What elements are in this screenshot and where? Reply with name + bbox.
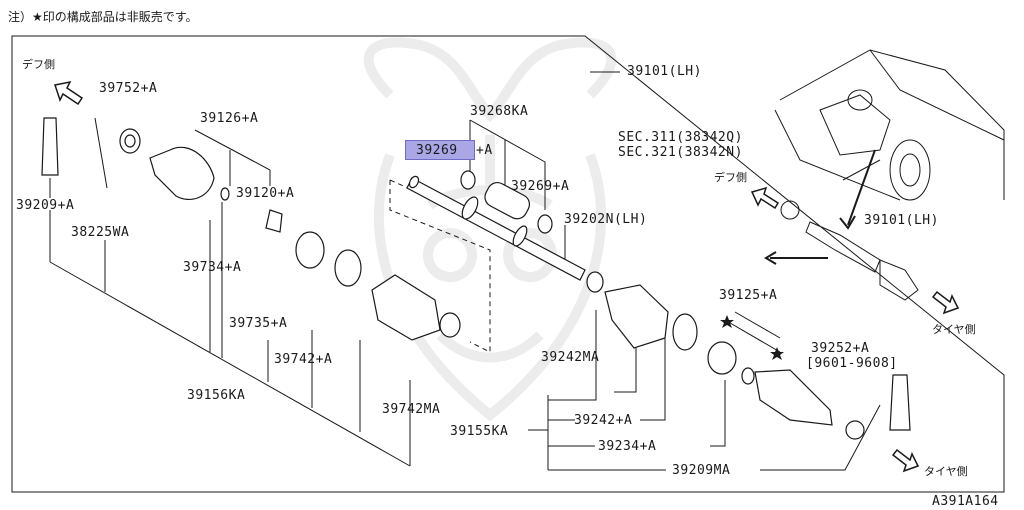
tire-side-label-2: タイヤ側 bbox=[924, 465, 968, 478]
band-39242 bbox=[672, 313, 698, 351]
label-39125[interactable]: 39125+A bbox=[719, 288, 778, 303]
figure-id: A391A164 bbox=[932, 494, 999, 509]
shaft-pin-right bbox=[889, 374, 911, 431]
boot-39742ma bbox=[371, 274, 441, 341]
label-39269-highlight[interactable]: 39269 bbox=[416, 143, 458, 158]
outer-joint-right bbox=[754, 369, 833, 426]
boot-39242ma bbox=[604, 284, 669, 349]
label-39734[interactable]: 39734+A bbox=[183, 260, 242, 275]
label-39202n[interactable]: 39202N(LH) bbox=[564, 212, 648, 227]
label-38225wa[interactable]: 38225WA bbox=[71, 225, 130, 240]
label-39752[interactable]: 39752+A bbox=[99, 81, 158, 96]
label-39269-highlight-suffix: +A bbox=[476, 143, 493, 158]
label-39252[interactable]: 39252+A bbox=[811, 341, 870, 356]
car-illustration bbox=[774, 49, 1005, 301]
label-39209[interactable]: 39209+A bbox=[16, 198, 75, 213]
diff-side-label: デフ側 bbox=[22, 58, 55, 71]
label-39120[interactable]: 39120+A bbox=[236, 186, 295, 201]
label-39126[interactable]: 39126+A bbox=[200, 111, 259, 126]
label-39156ka[interactable]: 39156KA bbox=[187, 388, 246, 403]
tire-side-label: タイヤ側 bbox=[932, 323, 976, 336]
band-39742 bbox=[334, 249, 362, 287]
label-39268ka[interactable]: 39268KA bbox=[470, 104, 529, 119]
diff-side-label-2: デフ側 bbox=[714, 171, 747, 184]
label-39155ka[interactable]: 39155KA bbox=[450, 424, 509, 439]
label-sec321[interactable]: SEC.321(38342N) bbox=[618, 145, 743, 160]
frame-outline bbox=[11, 35, 1005, 493]
label-39101-right[interactable]: 39101(LH) bbox=[864, 213, 939, 228]
inner-joint-39125 bbox=[707, 341, 737, 375]
label-sec311[interactable]: SEC.311(38342Q) bbox=[618, 130, 743, 145]
label-39269[interactable]: 39269+A bbox=[511, 179, 570, 194]
label-39101-top[interactable]: 39101(LH) bbox=[627, 64, 702, 79]
outer-joint-39126 bbox=[149, 146, 215, 200]
drive-shaft bbox=[406, 175, 586, 281]
label-39234[interactable]: 39234+A bbox=[598, 439, 657, 454]
label-39735[interactable]: 39735+A bbox=[229, 316, 288, 331]
label-39242[interactable]: 39242+A bbox=[574, 413, 633, 428]
label-39742ma[interactable]: 39742MA bbox=[382, 402, 441, 417]
label-39252-range: [9601-9608] bbox=[806, 356, 898, 371]
label-39742[interactable]: 39742+A bbox=[274, 352, 333, 367]
shaft-pin-left bbox=[41, 117, 59, 176]
label-39209ma[interactable]: 39209MA bbox=[672, 463, 731, 478]
star-icon bbox=[720, 315, 784, 360]
part-39120 bbox=[265, 209, 283, 233]
highlight-box bbox=[405, 140, 475, 160]
hollow-arrow-icon bbox=[54, 80, 960, 473]
label-39242ma[interactable]: 39242MA bbox=[541, 350, 600, 365]
note-text: 注）★印の構成部品は非販売です。 bbox=[8, 10, 198, 24]
band-39735 bbox=[295, 231, 325, 269]
